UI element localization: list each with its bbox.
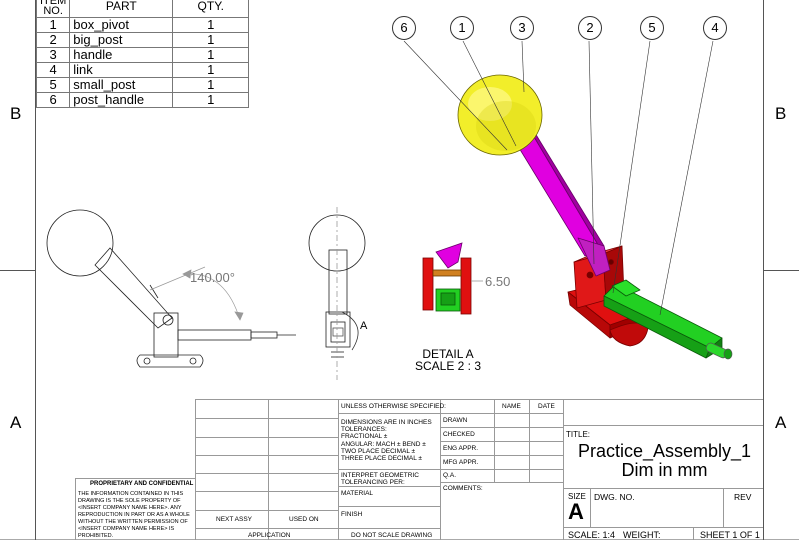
balloon-5: 5 (640, 16, 664, 40)
bom-part: box_pivot (69, 17, 174, 33)
used-on-label: USED ON (289, 516, 319, 523)
comments-label: COMMENTS: (443, 485, 483, 492)
size-value: A (568, 499, 584, 524)
small-post (705, 342, 733, 360)
isometric-view (457, 74, 733, 360)
detail-letter: A (360, 320, 368, 332)
proprietary-line: PROHIBITED. (78, 533, 114, 539)
zone-a-right: A (775, 413, 787, 432)
side-view (308, 207, 366, 380)
bom-item: 6 (35, 92, 71, 108)
handle-shaft (512, 129, 611, 277)
proprietary-line: WITHOUT THE WRITTEN PERMISSION OF (78, 519, 188, 525)
do-not-scale-label: DO NOT SCALE DRAWING (351, 532, 433, 539)
balloon-2: 2 (578, 16, 602, 40)
two-place-label: TWO PLACE DECIMAL ± (341, 448, 416, 455)
bom-part: handle (69, 47, 174, 63)
proprietary-line: REPRODUCTION IN PART OR AS A WHOLE (78, 512, 190, 518)
proprietary-line: DRAWING IS THE SOLE PROPERTY OF (78, 498, 181, 504)
interpret-label: INTERPRET GEOMETRIC (341, 472, 419, 479)
zone-divider-right (763, 270, 799, 271)
angle-dimension (149, 266, 244, 321)
material-label: MATERIAL (341, 490, 374, 497)
three-place-label: THREE PLACE DECIMAL ± (341, 455, 422, 462)
name-header: NAME (502, 403, 521, 410)
proprietary-line: <INSERT COMPANY NAME HERE> IS (78, 526, 175, 532)
finish-label: FINISH (341, 511, 363, 518)
detail-title: DETAIL A (422, 347, 474, 361)
zone-a-left: A (10, 413, 22, 432)
bom-qty: 1 (172, 92, 250, 108)
rev-label: REV (734, 492, 752, 502)
tolerancing-label: TOLERANCING PER: (341, 479, 405, 486)
detail-view (422, 242, 483, 315)
drawn-label: DRAWN (443, 417, 468, 424)
drawing-title: Practice_Assembly_1 (577, 441, 752, 461)
link-part (603, 279, 723, 359)
tolerances-label: TOLERANCES: (341, 426, 387, 433)
balloon-4: 4 (703, 16, 727, 40)
checked-label: CHECKED (443, 431, 475, 438)
balloon-3: 3 (510, 16, 534, 40)
detail-scale: SCALE 2 : 3 (414, 359, 482, 373)
bom-part: link (69, 62, 174, 78)
weight-label: WEIGHT: (623, 530, 661, 540)
bom-header-qty: QTY. (172, 0, 250, 18)
title-label: TITLE: (566, 430, 591, 439)
size-label: SIZE (568, 492, 586, 501)
balloon-6: 6 (392, 16, 416, 40)
sheet-label: SHEET 1 OF 1 (700, 530, 760, 540)
front-view (46, 209, 296, 368)
unless-label: UNLESS OTHERWISE SPECIFIED: (341, 403, 446, 410)
zone-divider-left (0, 270, 35, 271)
mfg-appr-label: MFG APPR. (443, 459, 479, 466)
date-header: DATE (538, 403, 555, 410)
zone-b-right: B (775, 104, 787, 123)
balloon-leaders (403, 40, 714, 316)
bom-header-row: ITEM NO. PART QTY. (35, 0, 250, 18)
bom-part: post_handle (69, 92, 174, 108)
dwg-no-label: DWG. NO. (594, 492, 635, 502)
balloon-1: 1 (450, 16, 474, 40)
bom-item: 5 (35, 77, 71, 93)
qa-label: Q.A. (443, 472, 457, 479)
proprietary-line: <INSERT COMPANY NAME HERE>. ANY (78, 505, 182, 511)
next-assy-label: NEXT ASSY (216, 516, 253, 523)
frame-left (35, 0, 36, 540)
proprietary-line: THE INFORMATION CONTAINED IN THIS (78, 491, 184, 497)
drawing-subtitle: Dim in mm (621, 460, 708, 480)
fractional-label: FRACTIONAL ± (341, 433, 388, 440)
zone-b-left: B (10, 104, 22, 123)
dims-inches-label: DIMENSIONS ARE IN INCHES (341, 419, 432, 426)
proprietary-title: PROPRIETARY AND CONFIDENTIAL (90, 481, 194, 487)
scale-label: SCALE: 1:4 (568, 530, 616, 540)
detail-dimension-label: 6.50 (485, 274, 511, 289)
application-label: APPLICATION (248, 532, 291, 539)
angle-dimension-label: 140.00° (190, 270, 235, 285)
eng-appr-label: ENG APPR. (443, 445, 479, 452)
angular-label: ANGULAR: MACH ± BEND ± (341, 441, 426, 448)
